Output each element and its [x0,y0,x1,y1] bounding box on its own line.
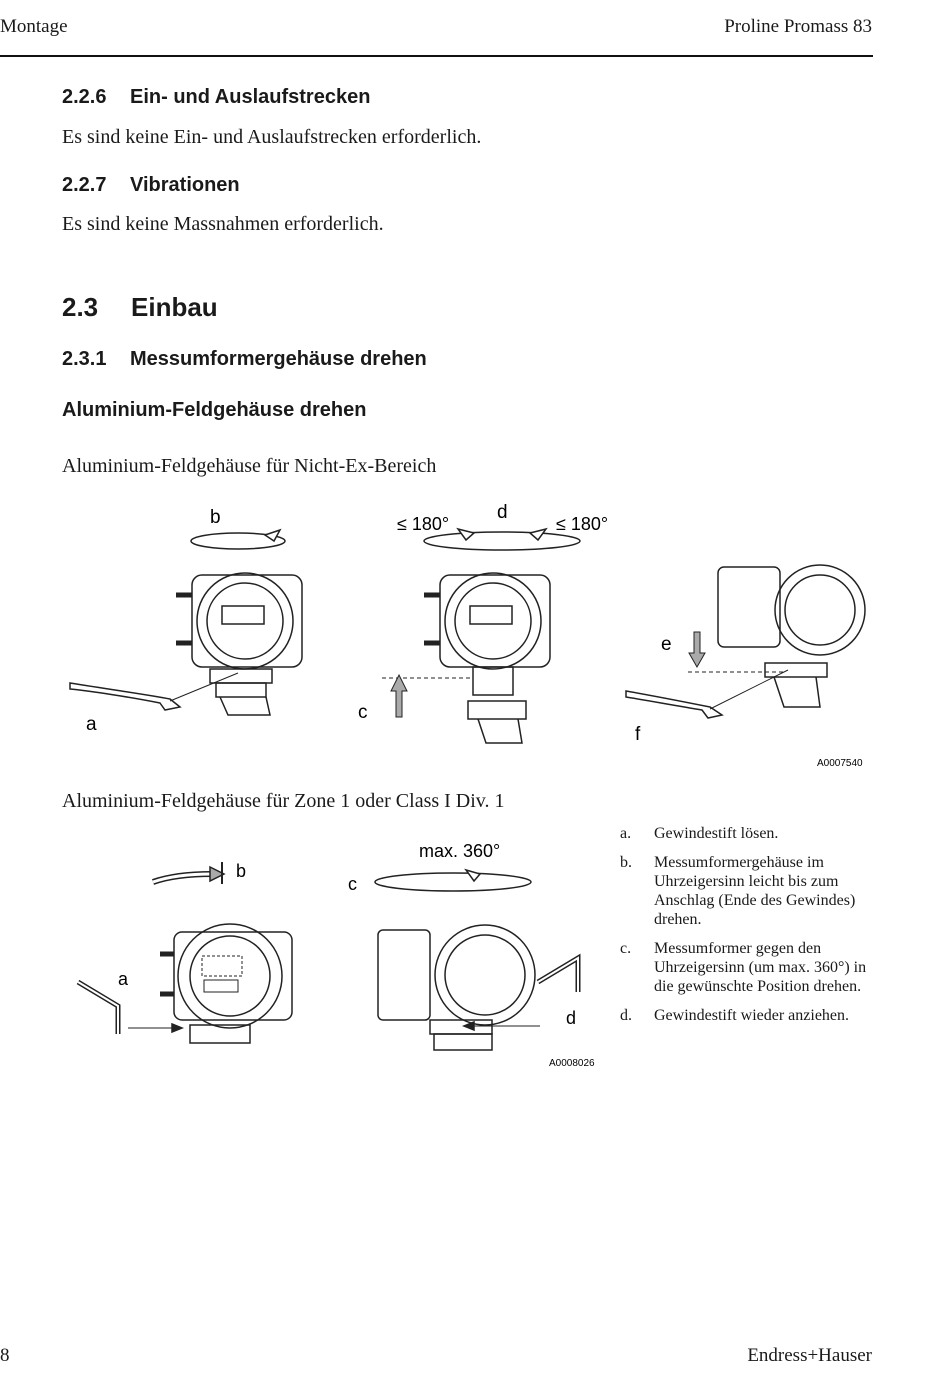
fig1-code: A0007540 [817,758,863,769]
legend-item: d.Gewindestift wieder anziehen. [620,1007,850,1024]
fig1-label-c: c [358,702,368,723]
fig2-label-a: a [118,969,129,989]
page-number: 8 [0,1345,10,1366]
fig2-angle: max. 360° [419,841,500,861]
fig1-label-b: b [210,507,221,528]
text-2-2-7: Es sind keine Massnahmen erforderlich. [62,213,384,235]
fig2-label-d: d [566,1008,576,1028]
fig2-panel-1 [76,862,293,1044]
figure-1-illustration: b a ≤ 180° d ≤ 180° c e f A0007540 [69,502,866,769]
text-2-2-6: Es sind keine Ein- und Auslaufstrecken e… [62,126,482,148]
subheading-aluminium: Aluminium-Feldgehäuse drehen [62,399,367,421]
header-product: Proline Promass 83 [724,16,872,37]
figure-2-illustration: b a max. 360° c d A0008026 [76,841,595,1069]
legend-item: b.Messumformergehäuse im Uhrzeigersinn l… [620,854,856,928]
fig2-label-c: c [348,874,357,894]
fig1-panel-2 [382,527,581,744]
footer-brand: Endress+Hauser [747,1345,872,1366]
fig2-code: A0008026 [549,1058,595,1069]
figure-2-legend: a.Gewindestift lösen. b.Messumformergehä… [620,824,870,1035]
figure-2-caption: Aluminium-Feldgehäuse für Zone 1 oder Cl… [62,790,505,812]
fig1-label-e: e [661,634,672,655]
fig2-panel-2 [374,868,581,1051]
fig1-label-f: f [635,724,641,745]
legend-item: a.Gewindestift lösen. [620,825,779,842]
figure-1-caption: Aluminium-Feldgehäuse für Nicht-Ex-Berei… [62,455,437,477]
fig1-angle-right: ≤ 180° [556,514,608,534]
header-rule [0,55,873,57]
fig1-label-a: a [86,714,97,735]
fig1-label-d: d [497,502,508,523]
legend-item: c.Messumformer gegen den Uhrzeigersinn (… [620,940,867,995]
fig1-panel-1 [69,528,303,716]
header-chapter: Montage [0,16,68,37]
fig2-label-b: b [236,861,246,881]
fig1-angle-left: ≤ 180° [397,514,449,534]
fig1-panel-3 [625,564,866,719]
